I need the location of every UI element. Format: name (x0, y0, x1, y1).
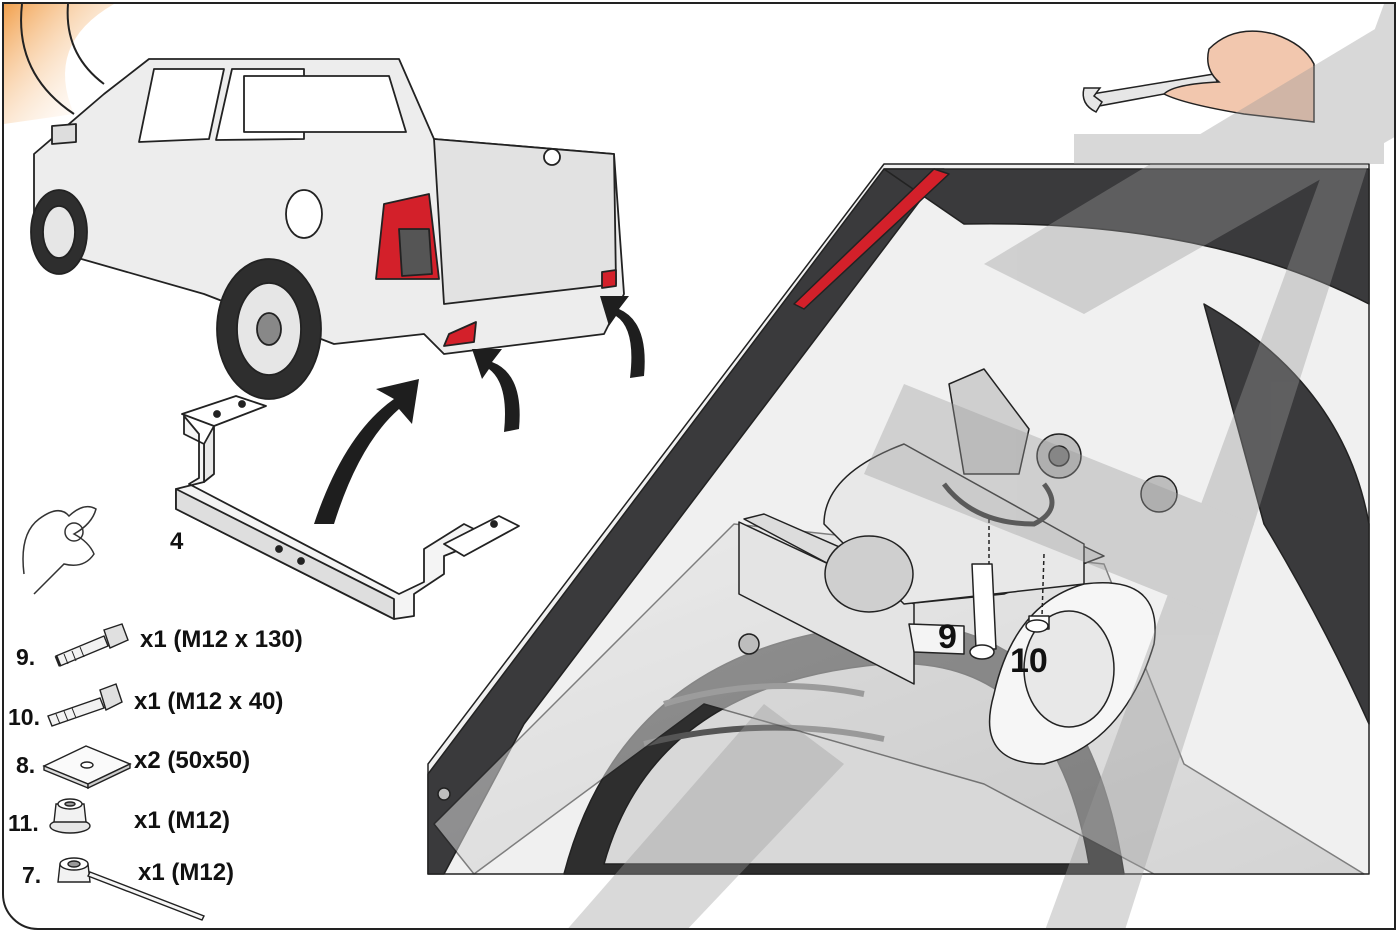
hand-ok-icon (22, 505, 97, 595)
part-spec: x1 (M12) (134, 807, 231, 834)
mounting-arrows (314, 296, 645, 524)
long-bolt-icon (54, 623, 129, 667)
flange-nut-icon (49, 798, 91, 834)
part-number: 10. (8, 704, 40, 730)
wrench-hand-icon (1082, 30, 1315, 123)
part-number: 7. (22, 862, 42, 888)
part-number: 11. (8, 810, 39, 836)
bolt-callout-10: 10 (1010, 642, 1048, 680)
square-washer-icon (42, 745, 132, 790)
part-number: 8. (16, 752, 36, 778)
short-bolt-icon (47, 683, 123, 727)
towbar-bracket-illustration (175, 395, 520, 620)
bracket-part-number: 4 (170, 528, 184, 555)
nut-with-wire-icon (57, 857, 205, 921)
part-spec: x1 (M12 x 130) (140, 626, 303, 653)
illustration-layer (4, 4, 1394, 928)
part-spec: x2 (50x50) (134, 747, 251, 774)
bolt-callout-9: 9 (938, 618, 957, 656)
pickup-truck-illustration (30, 58, 625, 400)
corner-accent (4, 4, 114, 124)
part-spec: x1 (M12) (138, 859, 235, 886)
underbody-detail-view (427, 163, 1370, 875)
part-spec: x1 (M12 x 40) (134, 688, 284, 715)
watermark (568, 4, 1394, 928)
part-number: 9. (16, 644, 36, 670)
